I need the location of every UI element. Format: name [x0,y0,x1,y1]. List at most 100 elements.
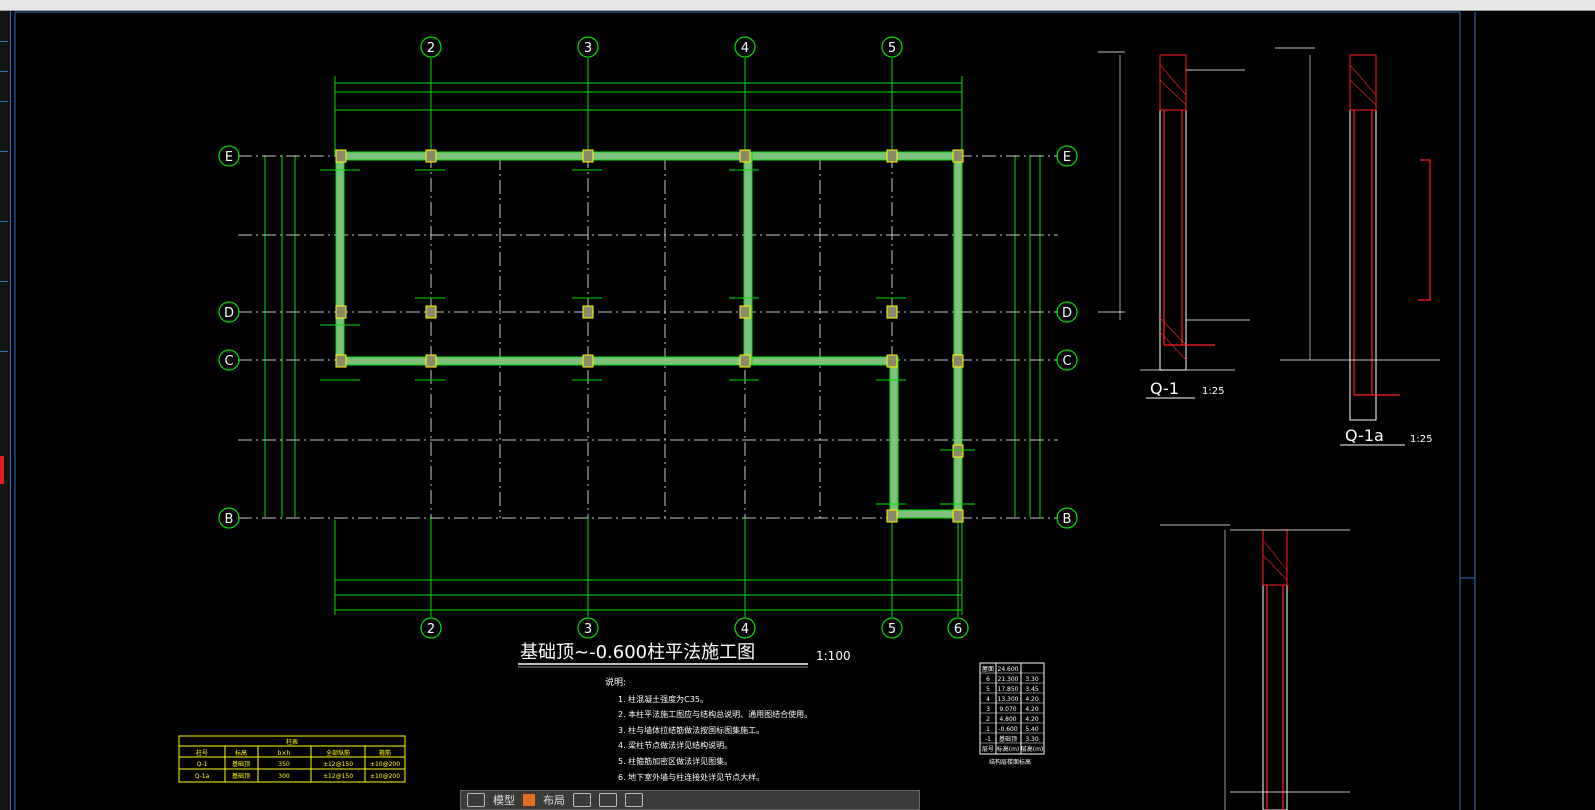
table-cell: 9.070 [999,706,1016,713]
table-cell: 5.40 [1025,726,1039,733]
table-cell: 层号 [982,746,994,753]
toolbar-tick [0,71,8,72]
table-caption: 结构层楼面标高 [989,758,1031,766]
grid-label-right: C [1062,354,1071,369]
table-cell: 3 [986,706,990,713]
table-cell: ±12@150 [323,761,353,768]
table-cell: 13.300 [998,696,1019,703]
status-bar[interactable]: 模型 布局 [460,790,920,810]
note-line: 3. 柱与墙体拉结筋做法按国标图集施工。 [618,725,764,735]
grid-label-right: E [1063,150,1071,165]
section-label: Q-1a [1345,426,1384,445]
dimension-lines-left [264,155,296,517]
table-cell: -1 [985,736,991,743]
toolbar-tick [0,351,8,352]
toolbar-tick [0,151,8,152]
grid-label-left: D [224,306,234,321]
table-cell: 3.45 [1025,686,1039,693]
toolbar-tick [0,281,8,282]
grid-label-top: 3 [584,41,592,56]
plan-title: 基础顶~-0.600柱平法施工图 [520,642,755,663]
grid-label-bottom: 3 [584,622,592,637]
toolbar-tick [0,221,8,222]
grid-label-bottom: 5 [888,622,896,637]
table-header: 柱号 [196,749,208,757]
grid-bubbles-top [420,36,903,58]
toolbar-icon[interactable] [599,793,617,807]
toolbar-icon[interactable] [573,793,591,807]
note-line: 4. 梁柱节点做法详见结构说明。 [618,740,732,750]
table-cell: 基础顶 [232,772,250,780]
dimension-lines-bottom [334,520,963,615]
grid-bubbles-bottom [420,617,969,639]
table-cell: ±12@150 [323,773,353,780]
left-toolbar[interactable] [0,11,11,810]
table-cell: 350 [278,761,290,768]
section-q1 [1098,51,1250,371]
table-cell: 4.20 [1025,716,1039,723]
grid-label-bottom: 4 [741,622,749,637]
table-cell: 3.30 [1025,676,1039,683]
grid-label-bottom: 2 [427,622,435,637]
toolbar-active-marker [0,456,4,484]
table-cell: Q-1a [195,773,210,780]
table-cell: 4 [986,696,990,703]
grid-label-top: 5 [888,41,896,56]
grid-bubbles-left [218,145,240,529]
status-item[interactable]: 模型 [493,794,515,807]
table-cell: 300 [278,773,290,780]
grid-label-left: B [225,512,234,527]
table-cell: 基础顶 [999,735,1017,743]
section-label: Q-1 [1150,379,1179,398]
columns [335,149,964,523]
axis-lines [238,58,1058,615]
walls [335,151,963,519]
section-q1a [1275,47,1440,421]
table-cell: 屋面 [982,666,994,673]
column-schedule-table: 柱表 柱号 标高 b×h 全部纵筋 箍筋 Q-1 基础顶 350 ±12@150… [178,735,406,783]
table-cell: 2 [986,716,990,723]
grid-extension-lines [430,58,959,617]
table-cell: 4.800 [999,716,1016,723]
floor-level-table: 屋面 24.600 6 21.300 3.30 5 17.850 3.45 4 … [979,662,1045,766]
grid-label-left: C [224,354,233,369]
grid-bubbles-right [1056,145,1078,529]
table-header: 标高 [235,749,247,757]
section-scale: 1:25 [1202,386,1224,397]
dimension-lines-right [1014,155,1041,517]
toolbar-icon[interactable] [625,793,643,807]
note-line: 5. 柱箍筋加密区做法详见图集。 [618,756,732,766]
toolbar-tick [0,41,8,42]
table-cell: 5 [986,686,990,693]
column-annotation-marks [320,169,975,505]
table-cell: 层高(m) [1021,745,1044,753]
table-header: 全部纵筋 [326,749,350,757]
toolbar-icon[interactable] [467,793,485,807]
table-cell: 1 [986,726,990,733]
table-cell: -0.600 [998,726,1018,733]
color-swatch-icon[interactable] [523,794,535,806]
table-cell: 4.20 [1025,706,1039,713]
section-lower-wall [1160,524,1350,810]
section-scale: 1:25 [1410,434,1432,445]
table-cell: 6 [986,676,990,683]
status-item[interactable]: 布局 [543,794,565,807]
note-line: 2. 本柱平法施工图应与结构总说明、通用图结合使用。 [618,709,812,719]
table-header: b×h [278,750,291,757]
note-line: 1. 柱混凝土强度为C35。 [618,694,708,704]
title-bar [0,0,1595,11]
toolbar-tick [0,101,8,102]
table-header: 箍筋 [379,749,391,757]
table-cell: Q-1 [197,761,208,768]
table-cell: 21.300 [998,676,1019,683]
grid-label-top: 2 [427,41,435,56]
table-cell: 17.850 [998,686,1019,693]
table-cell: 24.600 [998,666,1019,673]
table-cell: 基础顶 [232,760,250,768]
grid-label-bottom: 6 [954,622,962,637]
table-cell: ±10@200 [370,761,400,768]
grid-label-top: 4 [741,41,749,56]
table-cell: 4.20 [1025,696,1039,703]
grid-label-right: D [1062,306,1072,321]
